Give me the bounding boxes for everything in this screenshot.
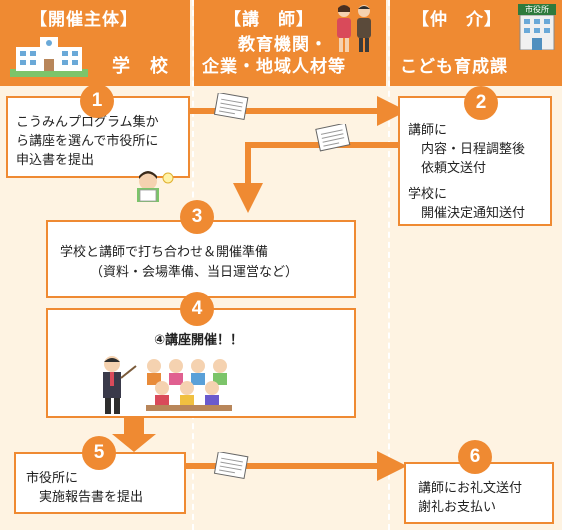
step-5-number: 5 — [82, 436, 116, 470]
step-1-number: 1 — [80, 84, 114, 118]
arrow-step2-to-step3 — [233, 142, 400, 213]
step-2-number: 2 — [464, 86, 498, 120]
reading-girl-icon — [137, 171, 174, 202]
header-school: 【開催主体】 学 校 — [0, 0, 190, 86]
step-1-line1: こうみんプログラム集か — [16, 115, 159, 130]
lecture-class-icon — [103, 356, 232, 414]
step-2-line2: 内容・日程調整後 — [408, 142, 526, 157]
step-6-line1: 講師にお礼文送付 — [418, 481, 523, 496]
header-intermediary-name: こども育成課 — [400, 57, 508, 77]
header-intermediary-title: 【仲 介】 — [412, 10, 502, 30]
step-5-line1: 市役所に — [26, 471, 79, 486]
step-5-line2: 実施報告書を提出 — [26, 490, 144, 505]
document-icon — [315, 124, 351, 152]
document-icon — [213, 93, 249, 121]
step-2-line1: 講師に — [408, 123, 448, 138]
arrow-step4-to-step5 — [112, 418, 156, 452]
step-4-number: 4 — [180, 292, 214, 326]
step-6-line2: 謝礼お支払い — [418, 500, 497, 515]
header-instructor-line2: 教育機関・ — [238, 35, 328, 55]
city-hall-icon: 市役所 — [518, 4, 556, 50]
step-2-line4: 学校に — [408, 187, 448, 202]
header-school-name: 学 校 — [112, 56, 169, 77]
header-instructor-line3: 企業・地域人材等 — [202, 57, 346, 77]
step-4-box: ④講座開催！！ — [46, 308, 356, 418]
header-intermediary: 【仲 介】 こども育成課 市役所 — [390, 0, 562, 86]
city-hall-sign: 市役所 — [518, 4, 556, 15]
step-3-line1: 学校と講師で打ち合わせ＆開催準備 — [60, 245, 269, 260]
teacher-couple-icon — [337, 5, 371, 52]
step-3-number: 3 — [180, 200, 214, 234]
step-4-title: ④講座開催！！ — [154, 333, 244, 348]
step-3-line2: （資料・会場準備、当日運営など） — [90, 265, 299, 280]
header-instructor-title: 【講 師】 — [224, 10, 314, 30]
header-instructor: 【講 師】 教育機関・ 企業・地域人材等 — [194, 0, 386, 86]
header-school-title: 【開催主体】 — [30, 10, 138, 30]
step-6-number: 6 — [458, 440, 492, 474]
step-5-box: 市役所に 実施報告書を提出 — [14, 452, 186, 514]
step-2-line3: 依頼文送付 — [408, 161, 487, 176]
column-divider — [388, 0, 390, 530]
school-building-icon — [10, 37, 88, 77]
step-1-line3: 申込書を提出 — [16, 153, 95, 168]
document-icon — [213, 452, 249, 480]
step-1-line2: ら講座を選んで市役所に — [16, 134, 159, 149]
step-2-line5: 開催決定通知送付 — [408, 206, 526, 221]
